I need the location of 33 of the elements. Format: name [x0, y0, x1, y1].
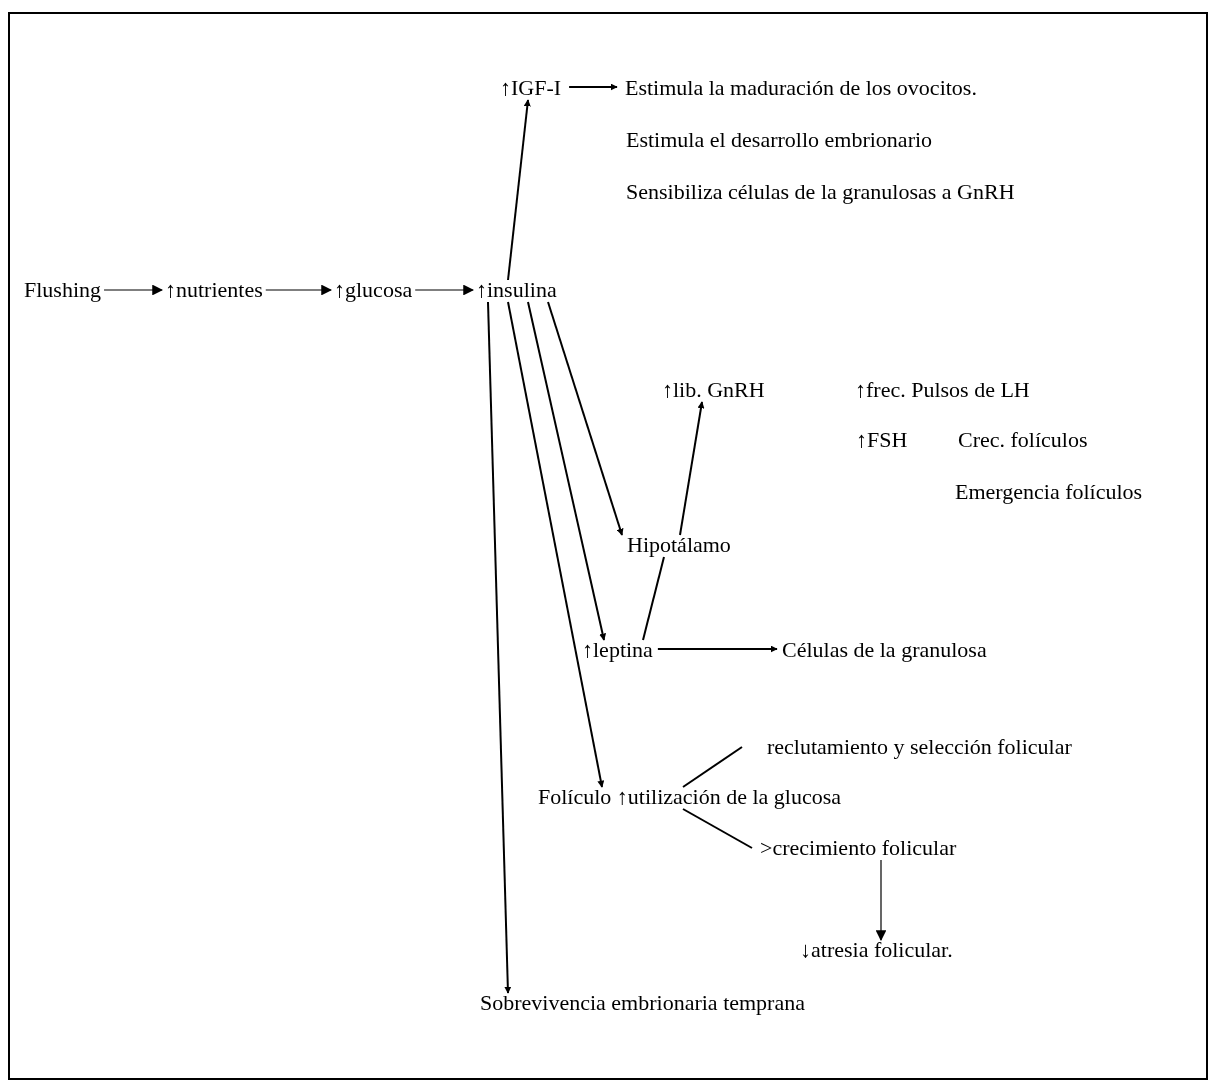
node-text: Estimula la maduración de los ovocitos.: [625, 74, 977, 102]
node-text: ↑lib. GnRH: [662, 376, 765, 404]
node-text: Flushing: [24, 276, 102, 304]
node-text: reclutamiento y selección folicular: [767, 733, 1072, 761]
note-text: Crec. folículos: [958, 426, 1088, 454]
arrow: [875, 859, 887, 942]
node-text: Hipotálamo: [627, 531, 731, 559]
node-text: ↑nutrientes: [165, 276, 263, 304]
arrow: [414, 284, 475, 296]
note-text: ↑FSH: [856, 426, 908, 454]
note-text: Sensibiliza células de la granulosas a GnRH: [626, 178, 1015, 206]
arrow: [265, 284, 333, 296]
arrow: [507, 301, 605, 788]
node-text: Folículo ↑utilización de la glucosa: [538, 783, 842, 811]
note-text: ↑frec. Pulsos de LH: [855, 376, 1030, 404]
arrow: [679, 401, 705, 536]
arrow: [527, 301, 607, 641]
node-text: ↑insulina: [476, 276, 557, 304]
arrow: [507, 99, 531, 281]
arrow: [656, 645, 778, 653]
arrow: [547, 301, 624, 536]
note-text: Emergencia folículos: [955, 478, 1143, 506]
node-text: ↑leptina: [582, 636, 653, 664]
arrow: [487, 301, 512, 994]
node-text: ↑IGF-I: [500, 74, 562, 102]
node-text: ↑glucosa: [334, 276, 413, 304]
arrow: [568, 83, 618, 91]
node-text: >crecimiento folicular: [760, 834, 957, 862]
arrow: [103, 284, 164, 296]
node-text: Sobrevivencia embrionaria temprana: [480, 989, 805, 1017]
node-text: Células de la granulosa: [782, 636, 987, 664]
node-text: ↓atresia folicular.: [800, 936, 953, 964]
note-text: Estimula el desarrollo embrionario: [626, 126, 933, 154]
